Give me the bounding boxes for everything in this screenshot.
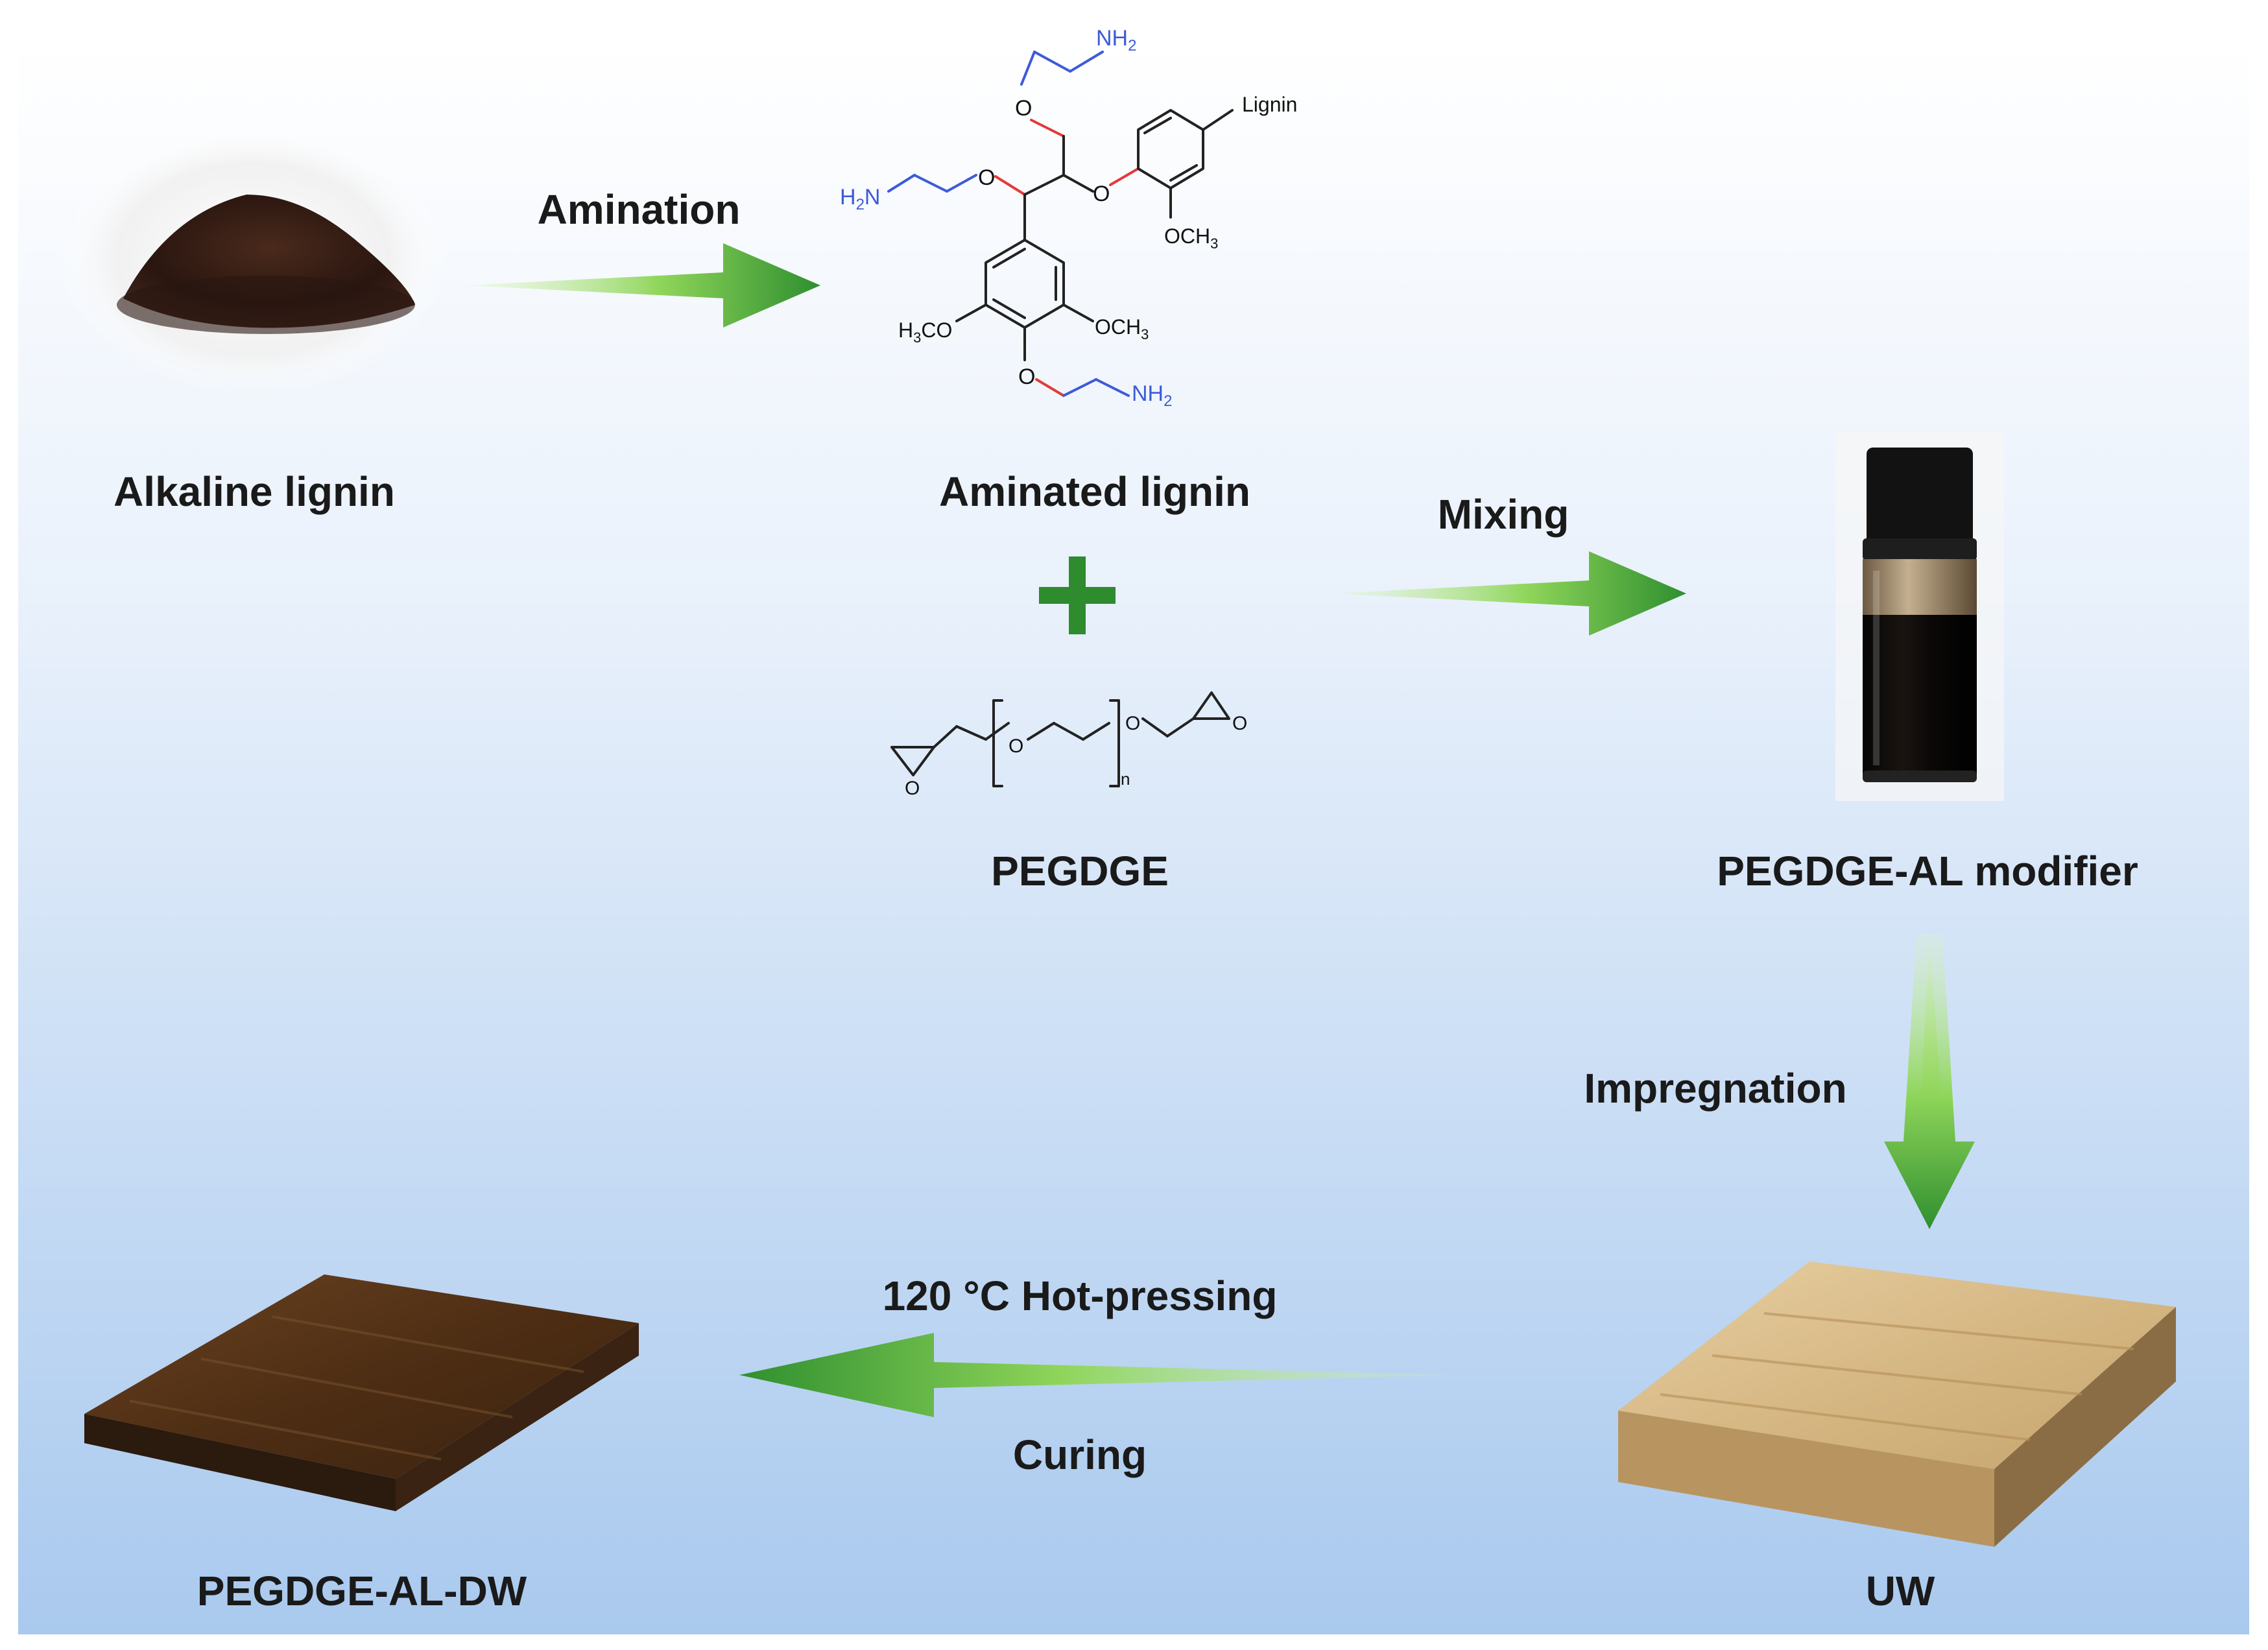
hot-pressing-arrow bbox=[739, 1333, 1456, 1417]
chem-h2n-left: H2N bbox=[840, 185, 880, 213]
pegdge-al-dw-wood-block-image bbox=[84, 1274, 639, 1511]
chem-och3-right: OCH3 bbox=[1164, 224, 1218, 252]
chem-nh2-top: NH2 bbox=[1096, 26, 1136, 54]
chem-n-subscript: n bbox=[1121, 769, 1130, 789]
label-pegdge-al-dw: PEGDGE-AL-DW bbox=[197, 1568, 527, 1614]
mixing-arrow bbox=[1333, 551, 1686, 636]
alkaline-lignin-powder-image bbox=[58, 123, 448, 396]
label-curing: Curing bbox=[1013, 1431, 1147, 1478]
chem-o-epoxide-left: O bbox=[905, 778, 920, 799]
chem-och3-bottom: OCH3 bbox=[1095, 315, 1149, 342]
chem-h3co: H3CO bbox=[898, 318, 952, 346]
chem-o-repeat: O bbox=[1009, 735, 1023, 757]
plus-icon bbox=[1039, 556, 1116, 634]
chem-o-epoxide-right: O bbox=[1232, 713, 1247, 734]
chem-lignin: Lignin bbox=[1242, 93, 1297, 116]
chem-o-right: O bbox=[1093, 182, 1110, 206]
impregnation-arrow bbox=[1884, 934, 1975, 1229]
uw-wood-block-image bbox=[1618, 1261, 2176, 1547]
label-impregnation: Impregnation bbox=[1584, 1065, 1846, 1112]
chem-nh2-bottom: NH2 bbox=[1132, 381, 1172, 410]
label-amination: Amination bbox=[538, 186, 741, 233]
aminated-lignin-structure: NH2 O H2N O O Lignin OCH3 H3CO bbox=[840, 26, 1297, 410]
label-hot-pressing: 120 °C Hot-pressing bbox=[883, 1273, 1278, 1319]
label-pegdge-al-modifier: PEGDGE-AL modifier bbox=[1717, 848, 2138, 894]
label-uw: UW bbox=[1866, 1568, 1935, 1614]
chem-o-left: O bbox=[978, 165, 995, 190]
chem-o-right-chain: O bbox=[1125, 713, 1140, 734]
label-pegdge: PEGDGE bbox=[991, 848, 1169, 894]
label-alkaline-lignin: Alkaline lignin bbox=[113, 468, 395, 515]
label-mixing: Mixing bbox=[1438, 491, 1570, 538]
chem-o-bottom: O bbox=[1018, 365, 1035, 389]
amination-arrow bbox=[464, 243, 820, 328]
chem-o-top: O bbox=[1015, 96, 1032, 121]
label-aminated-lignin: Aminated lignin bbox=[939, 468, 1250, 515]
pegdge-structure: O O n O O bbox=[890, 691, 1247, 799]
pegdge-al-modifier-vial-image bbox=[1835, 431, 2004, 801]
